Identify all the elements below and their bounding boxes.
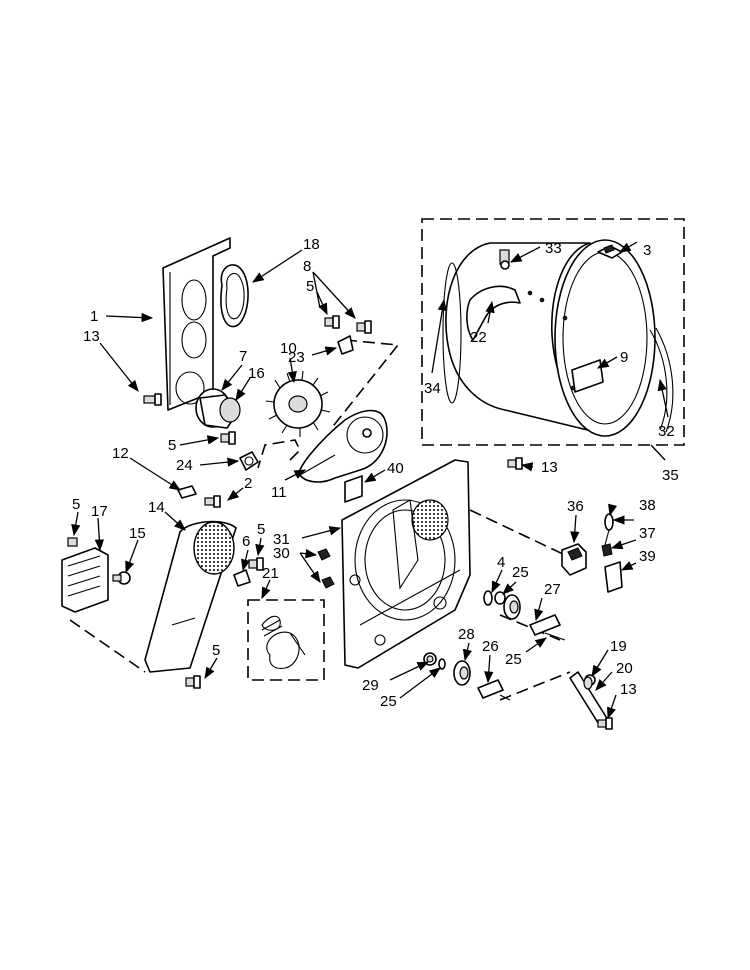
blower-wheel: [265, 370, 331, 437]
callout-15: 15: [129, 525, 146, 542]
callout-37: 37: [639, 525, 656, 542]
screw-13c: [597, 717, 613, 730]
door-catch: [601, 543, 613, 557]
callout-21: 21: [262, 565, 279, 582]
callout-30: 30: [273, 545, 290, 562]
screw-13a: [143, 393, 162, 406]
callout-7: 7: [239, 348, 247, 365]
screw-5e: [185, 675, 201, 689]
callout-4: 4: [497, 554, 505, 571]
callout-20: 20: [616, 660, 633, 677]
callout-33: 33: [545, 240, 562, 257]
callout-1: 1: [90, 308, 98, 325]
screw-13b: [507, 457, 523, 470]
callout-8: 8: [303, 258, 311, 275]
callout-6: 6: [242, 533, 250, 550]
screw-5a: [324, 315, 340, 329]
screw-5c: [67, 537, 78, 547]
nut-30b: [321, 576, 335, 589]
callout-25: 25: [505, 651, 522, 668]
callout-28: 28: [458, 626, 475, 643]
blower-housing: [195, 388, 241, 429]
callout-13: 13: [620, 681, 637, 698]
drum-front-rim: [554, 239, 656, 437]
callout-13: 13: [83, 328, 100, 345]
callout-29: 29: [362, 677, 379, 694]
heater-element: [61, 547, 109, 613]
door-switch: [561, 543, 587, 576]
callout-26: 26: [482, 638, 499, 655]
drum-assembly-group: [421, 218, 685, 446]
callout-5: 5: [212, 642, 220, 659]
callout-40: 40: [387, 460, 404, 477]
callout-23: 23: [288, 349, 305, 366]
callout-19: 19: [610, 638, 627, 655]
leader-lines: [71, 241, 669, 720]
drum-roller-upper: [483, 590, 566, 641]
thermal-fuse: [233, 569, 251, 587]
callout-5: 5: [257, 521, 265, 538]
blower-seal: [220, 264, 249, 328]
screw-2: [204, 495, 221, 508]
callout-34: 34: [424, 380, 441, 397]
callout-25: 25: [380, 693, 397, 710]
callout-16: 16: [248, 365, 265, 382]
callout-13: 13: [541, 459, 558, 476]
parts-kit-group: [247, 599, 325, 681]
door-strike: [604, 513, 614, 546]
callout-14: 14: [148, 499, 165, 516]
callout-9: 9: [620, 349, 628, 366]
callout-10: 10: [280, 340, 297, 357]
drum-baffle: [466, 285, 521, 341]
front-bulkhead: [341, 459, 471, 669]
callout-18: 18: [303, 236, 320, 253]
callout-22: 22: [470, 329, 487, 346]
callout-3: 3: [643, 242, 651, 259]
thermostat: [112, 571, 131, 585]
callout-5: 5: [72, 496, 80, 513]
callout-39: 39: [639, 548, 656, 565]
drum-baffle-front: [571, 359, 604, 393]
callout-36: 36: [567, 498, 584, 515]
screw-5d: [248, 557, 264, 571]
callout-2: 2: [244, 475, 252, 492]
screw-8: [356, 320, 372, 334]
callout-24: 24: [176, 457, 193, 474]
lint-duct: [144, 520, 237, 673]
thermistor-clip: [177, 485, 197, 499]
callout-31: 31: [273, 531, 290, 548]
callout-labels: 1 13 18 8 5 23 10 7 16 5 24 12 2 11 40 1…: [72, 236, 679, 710]
screw-5b: [220, 431, 236, 445]
nut-30a: [317, 548, 331, 561]
blower-bracket: [337, 335, 354, 355]
callout-35: 35: [662, 467, 679, 484]
callout-38: 38: [639, 497, 656, 514]
drum-roller-lower: [423, 652, 511, 701]
blower-nut: [239, 451, 259, 471]
door-latch-plate: [604, 561, 623, 593]
callout-17: 17: [91, 503, 108, 520]
callout-5: 5: [168, 437, 176, 454]
callout-5: 5: [306, 278, 314, 295]
callout-32: 32: [658, 423, 675, 440]
callout-27: 27: [544, 581, 561, 598]
callout-25: 25: [512, 564, 529, 581]
callout-11: 11: [271, 484, 287, 501]
rear-panel: [162, 237, 231, 411]
callout-12: 12: [112, 445, 129, 462]
idler-arm: [569, 671, 609, 727]
